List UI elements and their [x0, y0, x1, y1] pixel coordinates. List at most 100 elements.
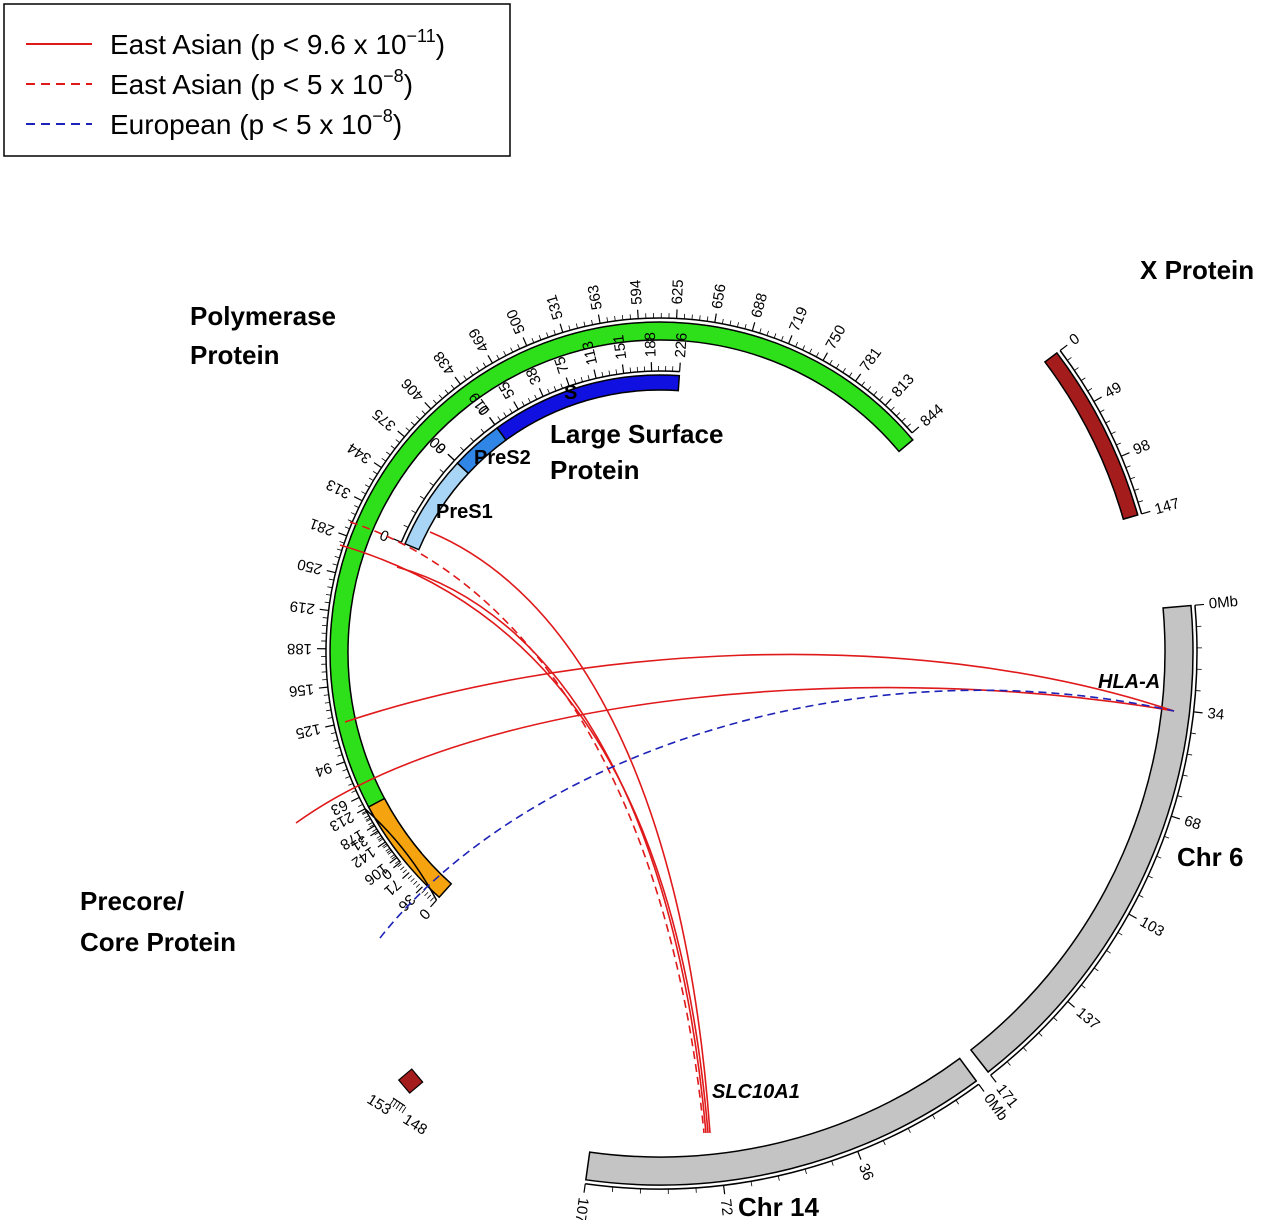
x-protein-minor-tick — [1126, 466, 1131, 468]
polymerase-tick — [455, 377, 460, 384]
pres1-tick — [393, 539, 401, 543]
polymerase-minor-tick — [354, 505, 359, 507]
polymerase-minor-tick — [546, 333, 548, 338]
polymerase-minor-tick — [896, 412, 900, 416]
polymerase-tick — [823, 353, 827, 361]
polymerase-minor-tick — [569, 325, 570, 330]
polymerase-minor-tick — [796, 342, 798, 347]
polymerase-minor-tick — [760, 328, 761, 333]
polymerase-minor-tick — [351, 513, 356, 515]
polymerase-tick-label: 281 — [307, 514, 336, 539]
precore-core-minor-tick — [408, 875, 412, 878]
small-x-tick-label: 148 — [400, 1111, 430, 1139]
polymerase-tick — [752, 322, 754, 331]
polymerase-minor-tick — [396, 440, 400, 443]
precore-core-minor-tick — [413, 881, 417, 884]
polymerase-tick-label: 781 — [857, 345, 885, 375]
small-x-tick — [399, 1105, 403, 1111]
s-tick — [594, 370, 596, 379]
polymerase-minor-tick — [745, 324, 746, 329]
polymerase-tick — [855, 374, 860, 381]
small-x-fragment — [399, 1069, 423, 1093]
chr6-tick — [1129, 914, 1137, 918]
polymerase-minor-tick — [816, 352, 818, 356]
precore-core-minor-tick — [403, 870, 407, 873]
chr6-minor-tick — [1039, 1033, 1043, 1037]
chr6-minor-tick — [1054, 1017, 1058, 1020]
polymerase-tick-label: 500 — [503, 307, 529, 337]
x-protein-band — [1045, 353, 1138, 519]
legend-item-2: East Asian (p < 5 x 10−8) — [110, 66, 413, 100]
polymerase-tick — [598, 315, 600, 324]
polymerase-minor-tick — [554, 330, 556, 335]
chr6-tick — [1171, 816, 1180, 819]
x-protein-tick — [1094, 397, 1102, 402]
polymerase-minor-tick — [737, 322, 738, 327]
polymerase-minor-tick — [327, 587, 332, 588]
polymerase-minor-tick — [323, 618, 328, 619]
precore-core-band — [369, 798, 452, 897]
s-minor-tick — [554, 386, 556, 391]
precore-core-minor-tick — [400, 867, 404, 870]
x-protein-tick — [1142, 511, 1151, 513]
precore-core-minor-tick — [427, 895, 430, 899]
polymerase-tick — [327, 571, 336, 573]
precore-core-minor-tick — [364, 816, 368, 818]
polymerase-tick — [425, 402, 431, 409]
pres1-label: PreS1 — [436, 501, 493, 523]
s-minor-tick — [609, 371, 610, 376]
chr6-tick — [991, 1075, 997, 1082]
polymerase-tick-label: 156 — [288, 680, 315, 700]
x-protein-minor-tick — [1116, 443, 1121, 445]
x-protein-minor-tick — [1106, 421, 1110, 423]
chr6-tick — [1194, 712, 1203, 713]
polymerase-minor-tick — [907, 424, 911, 427]
chr6-minor-tick — [1183, 775, 1188, 776]
polymerase-tick — [715, 314, 716, 323]
chr14-minor-tick — [908, 1128, 910, 1132]
polymerase-label-line2: Protein — [190, 340, 280, 370]
polymerase-minor-tick — [497, 355, 499, 359]
pres1-minor-tick — [430, 483, 434, 486]
s-label: S — [564, 382, 577, 404]
pres1-minor-tick — [404, 525, 408, 527]
polymerase-tick-label: 344 — [344, 439, 374, 467]
precore-label-line1: Precore/ — [80, 886, 184, 916]
polymerase-minor-tick — [607, 317, 608, 322]
polymerase-minor-tick — [433, 400, 436, 404]
polymerase-minor-tick — [358, 804, 362, 806]
polymerase-minor-tick — [477, 367, 480, 371]
polymerase-minor-tick — [386, 452, 390, 455]
pres2-tick — [448, 454, 455, 460]
precore-core-minor-tick — [368, 822, 372, 825]
chr14-tick — [724, 1185, 725, 1194]
legend-item-3: European (p < 5 x 10−8) — [110, 106, 402, 140]
precore-core-tick — [402, 873, 409, 879]
polymerase-minor-tick — [803, 345, 805, 350]
s-tick-label: 226 — [672, 332, 691, 358]
s-minor-tick — [561, 384, 563, 389]
polymerase-tick — [374, 463, 382, 468]
x-protein-minor-tick — [1074, 368, 1078, 371]
polymerase-tick-label: 688 — [748, 291, 771, 320]
polymerase-tick — [354, 497, 362, 501]
polymerase-minor-tick — [504, 351, 506, 355]
x-protein-minor-tick — [1100, 410, 1104, 412]
chr6-minor-tick — [1187, 754, 1192, 755]
chr6-minor-tick — [1007, 1062, 1010, 1066]
chr14-minor-tick — [778, 1176, 779, 1181]
chr6-tick-label: 0Mb — [1208, 593, 1239, 612]
polymerase-minor-tick — [411, 422, 415, 425]
polymerase-minor-tick — [329, 579, 334, 580]
polymerase-minor-tick — [874, 391, 877, 395]
polymerase-tick-label: 844 — [917, 401, 947, 430]
polymerase-tick-label: 625 — [669, 279, 687, 305]
chr14-minor-tick — [956, 1100, 959, 1104]
s-minor-tick — [548, 389, 550, 394]
polymerase-minor-tick — [722, 319, 723, 324]
pres1-minor-tick — [440, 469, 444, 472]
precore-core-minor-tick — [425, 892, 428, 896]
polymerase-minor-tick — [348, 520, 353, 522]
polymerase-minor-tick — [352, 790, 357, 792]
